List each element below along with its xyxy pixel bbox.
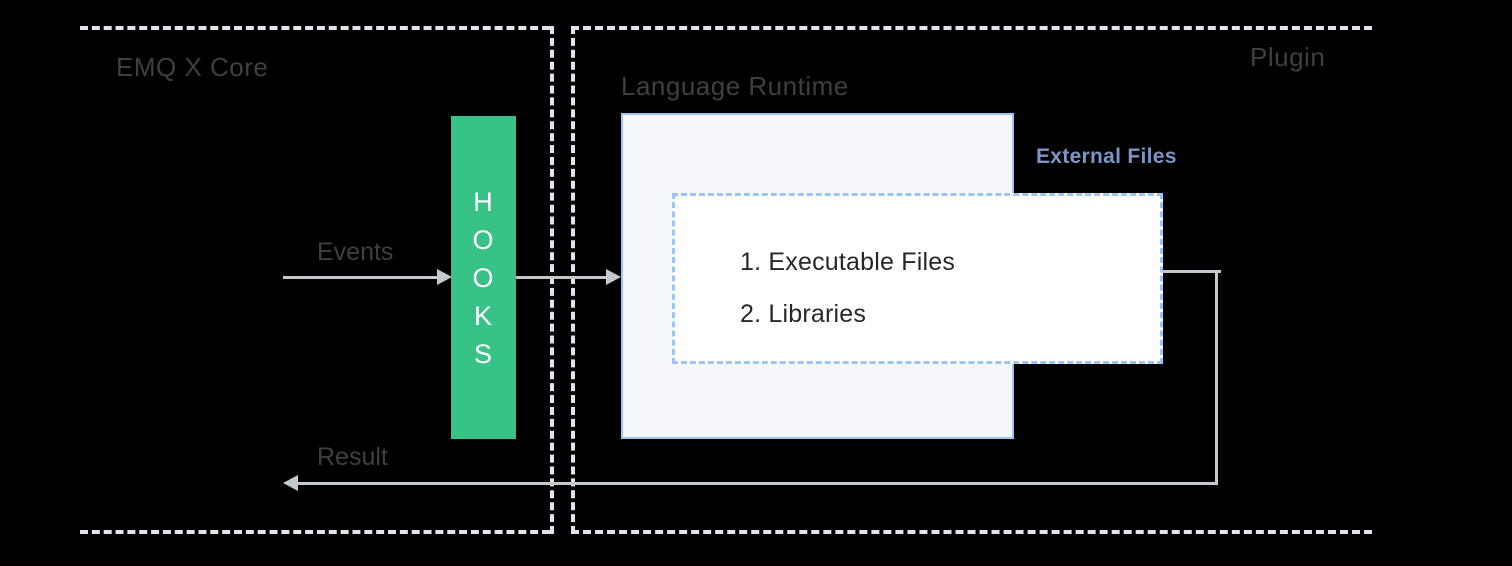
emqx-core-boundary-top [80, 26, 550, 30]
hooks-letter-s: S [473, 338, 493, 369]
plugin-boundary-bottom [571, 530, 1372, 534]
external-files-list: 1. Executable Files 2. Libraries [740, 236, 955, 340]
hooks-to-runtime-arrow-head-icon [606, 269, 621, 285]
plugin-boundary-left [571, 26, 575, 534]
result-arrow-head-icon [283, 475, 298, 491]
emqx-core-label: EMQ X Core [116, 52, 269, 82]
events-label: Events [317, 238, 394, 266]
list-item-executable-files: 1. Executable Files [740, 248, 956, 276]
hooks-letter-k: K [473, 300, 493, 331]
plugin-boundary-top [571, 26, 1372, 30]
hooks-letter-o2: O [472, 262, 495, 293]
external-files-box [672, 193, 1163, 364]
list-item-libraries: 2. Libraries [740, 300, 867, 328]
hooks-label: H O O K S [472, 183, 494, 373]
events-arrow-line [283, 276, 437, 279]
emqx-core-boundary-right [550, 26, 554, 534]
hooks-box: H O O K S [451, 116, 516, 439]
result-arrow-segment-vertical [1215, 270, 1218, 485]
hooks-letter-h: H [473, 186, 494, 217]
emqx-core-boundary-bottom [80, 530, 550, 534]
events-arrow-head-icon [437, 269, 452, 285]
language-runtime-label: Language Runtime [621, 71, 849, 101]
result-arrow-segment-top [1161, 270, 1221, 273]
plugin-label: Plugin [1250, 42, 1326, 72]
external-files-label: External Files [1036, 145, 1177, 168]
hooks-to-runtime-arrow-line [516, 276, 606, 279]
hooks-letter-o1: O [472, 224, 495, 255]
result-arrow-segment-bottom [289, 482, 1218, 485]
result-label: Result [317, 443, 388, 471]
